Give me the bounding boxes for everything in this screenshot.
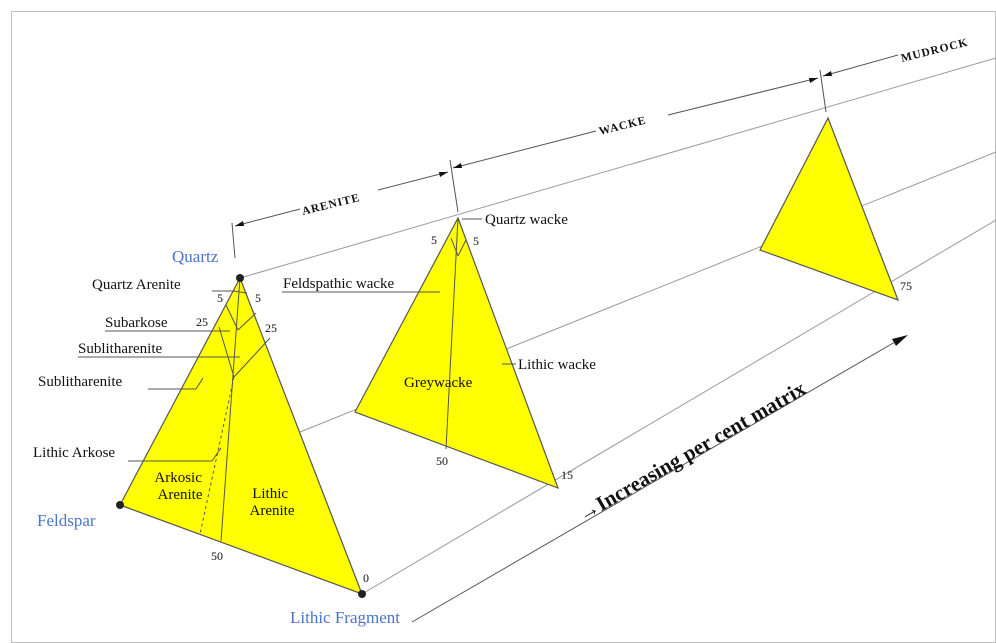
range-dimension-lines [231, 54, 899, 259]
wacke-triangle-body [354, 216, 560, 490]
arenite-range-line-a [234, 208, 301, 227]
lithic-vertex-dot [358, 590, 366, 598]
lithic-wacke-label: Lithic wacke [518, 357, 596, 373]
wacke-range-label: WACKE [598, 115, 648, 138]
arenite-range-label: ARENITE [301, 192, 362, 218]
arenite-triangle [116, 274, 366, 598]
perspective-guide-lines [239, 57, 996, 595]
mudrock-range-line [822, 54, 899, 77]
25-boundary-right [233, 337, 271, 378]
lithic-arkose-dashed-line [199, 376, 235, 535]
arkosic-arenite-label: Arkosic Arenite [154, 470, 205, 503]
quartz-arenite-label: Quartz Arenite [92, 277, 181, 293]
arkosic-arenite-line-1: Arkosic [154, 470, 202, 486]
sublitharenite-label-2: Sublitharenite [38, 374, 122, 390]
arenite-leader-lines [78, 290, 240, 462]
arrowhead [823, 71, 832, 76]
matrix-axis-label: →Increasing per cent matrix [574, 376, 811, 526]
lithic-vertex-label: Lithic Fragment [290, 608, 400, 627]
lithic-arenite-line-1: Lithic [252, 486, 288, 502]
matrix-axis-line [411, 341, 896, 623]
wacke-triangle [354, 216, 560, 490]
25-boundary-left [218, 326, 235, 378]
quartz-vertex-label: Quartz [172, 247, 219, 266]
feldspar-vertex-label: Feldspar [37, 511, 96, 530]
wacke-15: 15 [561, 468, 573, 482]
arenite-triangle-body [119, 276, 364, 596]
wacke-range-line-b [667, 77, 819, 116]
subarkose-label: Subarkose [105, 315, 168, 331]
arenite-5-right: 5 [255, 291, 261, 305]
subarkose-boundary-right [237, 312, 257, 331]
50-line [220, 277, 241, 542]
wacke-quartz-boundary-left [450, 237, 459, 257]
subarkose-boundary-left [225, 304, 239, 331]
arenite-50: 50 [211, 549, 223, 563]
wacke-leader-lines [282, 218, 516, 365]
apex-guide-line [239, 57, 996, 279]
arenite-25-right: 25 [265, 321, 277, 335]
wacke-50-line [445, 217, 459, 450]
wacke-quartz-boundary-right [457, 239, 467, 257]
arkosic-arenite-line-2: Arenite [158, 487, 203, 503]
arenite-range-line-b [377, 171, 449, 191]
feldspar-vertex-dot [116, 501, 124, 509]
leader-sublitharenite-2-tick [195, 377, 204, 390]
arrowhead [453, 163, 462, 168]
axis-label-text: Increasing per cent matrix [592, 376, 810, 516]
greywacke-label: Greywacke [404, 375, 473, 391]
matrix-axis-arrowhead [892, 335, 908, 346]
mudrock-triangle [759, 116, 900, 302]
leader-lithic-arkose-tick [211, 447, 222, 462]
sublitharenite-label-1: Sublitharenite [78, 341, 162, 357]
arenite-25-left: 25 [196, 315, 208, 329]
wacke-range-line-a [452, 130, 597, 169]
lithic-arenite-label: Lithic Arenite [250, 486, 295, 519]
arrowhead [809, 78, 818, 83]
quartz-arenite-boundary [232, 290, 248, 294]
lithic-arkose-label: Lithic Arkose [33, 445, 115, 461]
wacke-5-right: 5 [473, 234, 479, 248]
arenite-left-tick [231, 222, 236, 259]
wacke-mudrock-tick [819, 69, 827, 113]
arrowhead [235, 221, 244, 226]
mudrock-triangle-body [759, 116, 900, 302]
arenite-0: 0 [363, 571, 369, 585]
mudrock-75: 75 [900, 279, 912, 293]
wacke-50: 50 [436, 454, 448, 468]
quartz-vertex-dot [236, 274, 244, 282]
lithic-arenite-line-2: Arenite [250, 503, 295, 519]
arenite-5-left: 5 [217, 291, 223, 305]
quartz-wacke-label: Quartz wacke [485, 212, 568, 228]
mudrock-range-label: MUDROCK [900, 37, 970, 65]
arenite-wacke-tick [449, 159, 459, 213]
wacke-5-left: 5 [431, 233, 437, 247]
arrowhead [439, 172, 448, 177]
range-arrowheads [235, 71, 832, 226]
feldspathic-wacke-label: Feldspathic wacke [283, 276, 395, 292]
